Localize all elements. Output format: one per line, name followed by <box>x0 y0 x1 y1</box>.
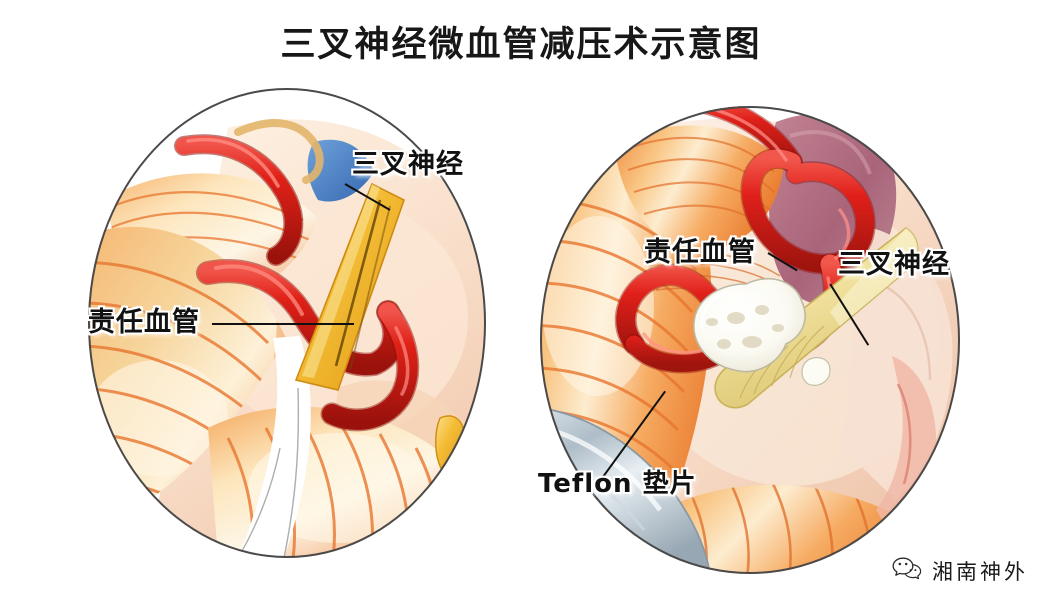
dura-fold-right <box>876 356 937 536</box>
label-offending-vessel-left: 责任血管 <box>88 307 200 338</box>
label-trigeminal-nerve-right: 三叉神经 <box>838 249 950 280</box>
tentorium-blue-region <box>307 139 374 202</box>
watermark: 湘南神外 <box>892 555 1028 586</box>
label-offending-vessel-right: 责任血管 <box>644 237 756 268</box>
leader-line-left-vessel <box>212 323 354 325</box>
nerve-stub-lower <box>435 415 465 471</box>
vein-tan-upper <box>234 119 324 184</box>
wechat-icon-svg <box>892 557 922 580</box>
figure-post-decompression <box>540 106 960 574</box>
artery-upper <box>174 134 304 266</box>
trigeminal-nerve-band <box>294 182 405 391</box>
teflon-pad <box>693 278 831 386</box>
right-anatomy-svg <box>540 106 960 574</box>
figure-right-canvas <box>540 106 960 574</box>
wechat-icon <box>892 555 922 586</box>
retractor-blade <box>540 407 711 574</box>
watermark-text: 湘南神外 <box>932 559 1028 584</box>
label-teflon-pad: Teflon 垫片 <box>538 469 697 499</box>
label-trigeminal-nerve-left: 三叉神经 <box>352 149 464 180</box>
page-title: 三叉神经微血管减压术示意图 <box>280 25 762 65</box>
